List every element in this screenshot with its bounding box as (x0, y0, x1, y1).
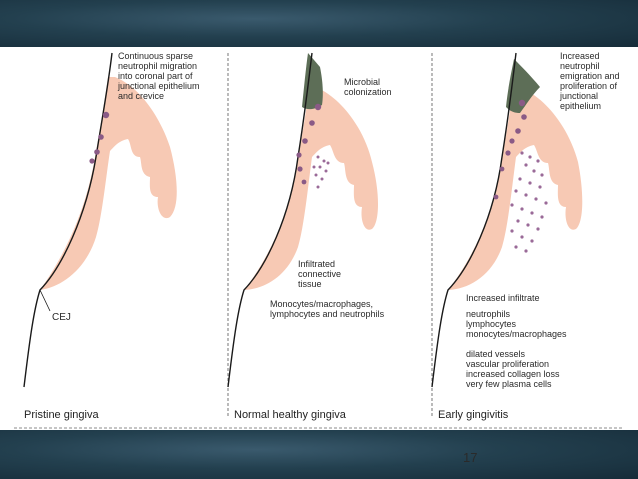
caption-early-gingivitis: Early gingivitis (438, 409, 509, 421)
tooth-surface-line (23, 52, 113, 388)
neutrophil-migration-label: Continuous sparse neutrophil migration i… (118, 51, 200, 101)
gingiva-tissue (244, 87, 378, 290)
slide-page-number: 17 (463, 450, 478, 465)
increased-infiltrate-label: Increased infiltrate (466, 293, 540, 303)
vessel-list-label: dilated vessels vascular proliferation i… (466, 349, 560, 389)
neutrophil-cells (296, 103, 322, 185)
caption-normal-healthy-gingiva: Normal healthy gingiva (234, 409, 346, 421)
gingiva-stages-diagram (14, 52, 624, 429)
infiltrated-tissue-label: Infiltrated connective tissue (298, 259, 342, 289)
panel-early-gingivitis (431, 52, 583, 388)
microbial-plaque (506, 59, 540, 113)
cell-types-label: Monocytes/macrophages, lymphocytes and n… (270, 299, 385, 319)
panel-normal-healthy-gingiva (227, 52, 378, 388)
neutrophil-cells (89, 111, 110, 164)
gingiva-tissue (40, 77, 177, 290)
caption-pristine-gingiva: Pristine gingiva (24, 409, 99, 421)
microbial-colonization-label: Microbial colonization (344, 77, 392, 97)
panel-pristine-gingiva (23, 52, 177, 388)
increased-neutrophil-label: Increased neutrophil emigration and prol… (560, 51, 620, 111)
cej-pointer (39, 289, 51, 312)
microbial-plaque (302, 53, 323, 110)
cej-label: CEJ (52, 312, 71, 323)
top-background-band (0, 0, 638, 47)
infiltrate-cells (312, 155, 330, 189)
cell-list-label: neutrophils lymphocytes monocytes/macrop… (466, 309, 567, 339)
infiltrate-cells (510, 151, 548, 253)
tooth-surface-line (431, 52, 517, 388)
bottom-background-band (0, 430, 638, 479)
tooth-surface-line (227, 52, 313, 388)
figure-panel: Continuous sparse neutrophil migration i… (0, 47, 638, 430)
gingiva-tissue (448, 87, 583, 290)
neutrophil-cells (493, 99, 527, 200)
